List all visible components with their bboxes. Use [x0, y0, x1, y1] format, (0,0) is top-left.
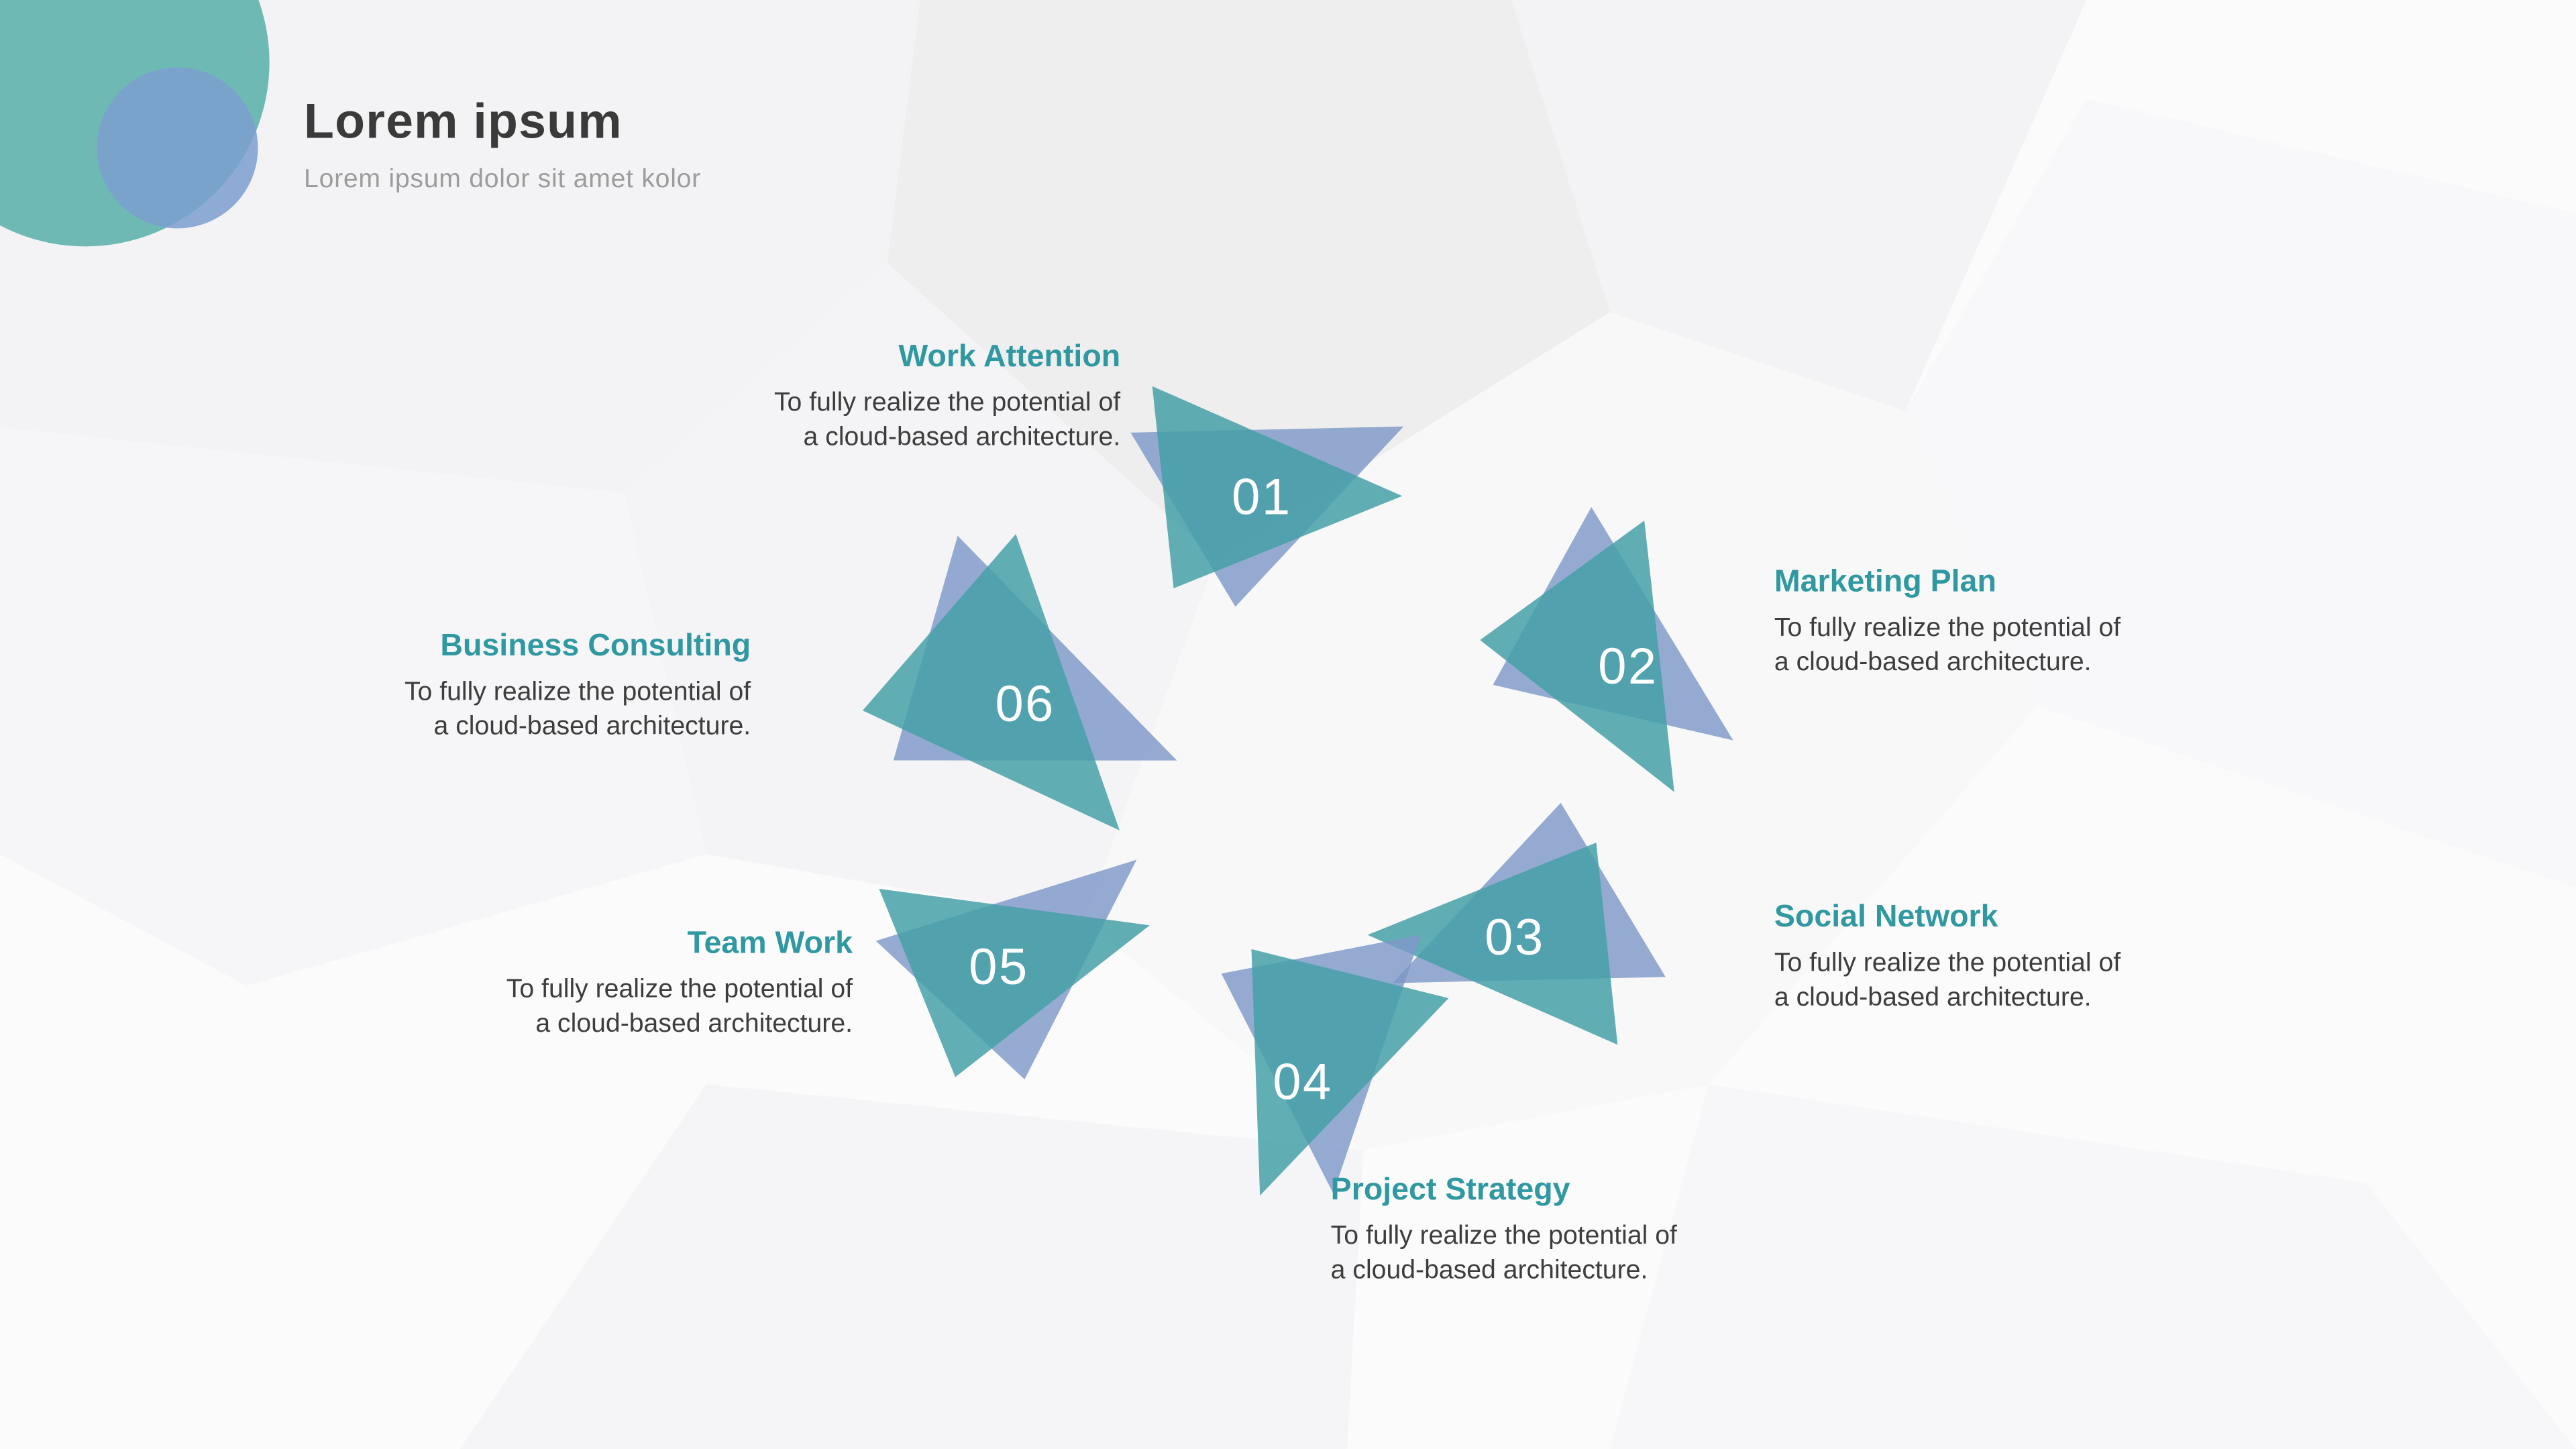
item-text-project-strategy: Project Strategy To fully realize the po… [1331, 1173, 1824, 1289]
item-desc-line2: a cloud-based architecture. [1774, 983, 2092, 1012]
item-desc-line1: To fully realize the potential of [1774, 614, 2121, 643]
item-desc-line2: a cloud-based architecture. [803, 423, 1121, 451]
item-desc-line2: a cloud-based architecture. [1774, 648, 2092, 677]
item-number-03: 03 [1485, 908, 1545, 967]
item-description: To fully realize the potential of a cloud… [1774, 948, 2267, 1016]
item-title: Marketing Plan [1774, 565, 1996, 600]
item-text-business-consulting: Business Consulting To fully realize the… [258, 629, 751, 745]
slide-subtitle: Lorem ipsum dolor sit amet kolor [304, 166, 701, 194]
item-text-team-work: Team Work To fully realize the potential… [360, 926, 853, 1042]
item-desc-line1: To fully realize the potential of [404, 678, 751, 707]
item-description: To fully realize the potential of a cloud… [360, 974, 853, 1042]
item-title: Business Consulting [440, 629, 751, 664]
item-desc-line2: a cloud-based architecture. [1330, 1256, 1648, 1285]
item-number-01: 01 [1232, 468, 1292, 526]
item-text-marketing-plan: Marketing Plan To fully realize the pote… [1774, 565, 2267, 681]
item-number-02: 02 [1598, 637, 1658, 695]
item-number-05: 05 [969, 938, 1029, 996]
corner-decoration [0, 0, 270, 247]
item-title: Project Strategy [1330, 1173, 1570, 1208]
item-number-06: 06 [995, 675, 1055, 733]
item-desc-line1: To fully realize the potential of [1774, 949, 2121, 978]
item-title: Social Network [1774, 900, 1998, 935]
blue-circle [97, 67, 258, 229]
item-text-work-attention: Work Attention To fully realize the pote… [628, 339, 1121, 456]
slide-title: Lorem ipsum [304, 95, 623, 150]
item-desc-line2: a cloud-based architecture. [433, 712, 751, 741]
item-title: Team Work [687, 926, 853, 961]
item-number-04: 04 [1273, 1053, 1333, 1111]
item-title: Work Attention [898, 339, 1121, 375]
item-text-social-network: Social Network To fully realize the pote… [1774, 900, 2267, 1016]
item-desc-line1: To fully realize the potential of [773, 389, 1121, 418]
item-desc-line2: a cloud-based architecture. [535, 1010, 853, 1038]
item-description: To fully realize the potential of a cloud… [1774, 612, 2267, 681]
item-desc-line1: To fully realize the potential of [506, 975, 853, 1004]
item-description: To fully realize the potential of a cloud… [258, 677, 751, 745]
item-desc-line1: To fully realize the potential of [1330, 1222, 1677, 1250]
item-description: To fully realize the potential of a cloud… [628, 388, 1121, 456]
slide-header: Lorem ipsum Lorem ipsum dolor sit amet k… [304, 95, 701, 195]
item-description: To fully realize the potential of a cloud… [1331, 1221, 1824, 1289]
